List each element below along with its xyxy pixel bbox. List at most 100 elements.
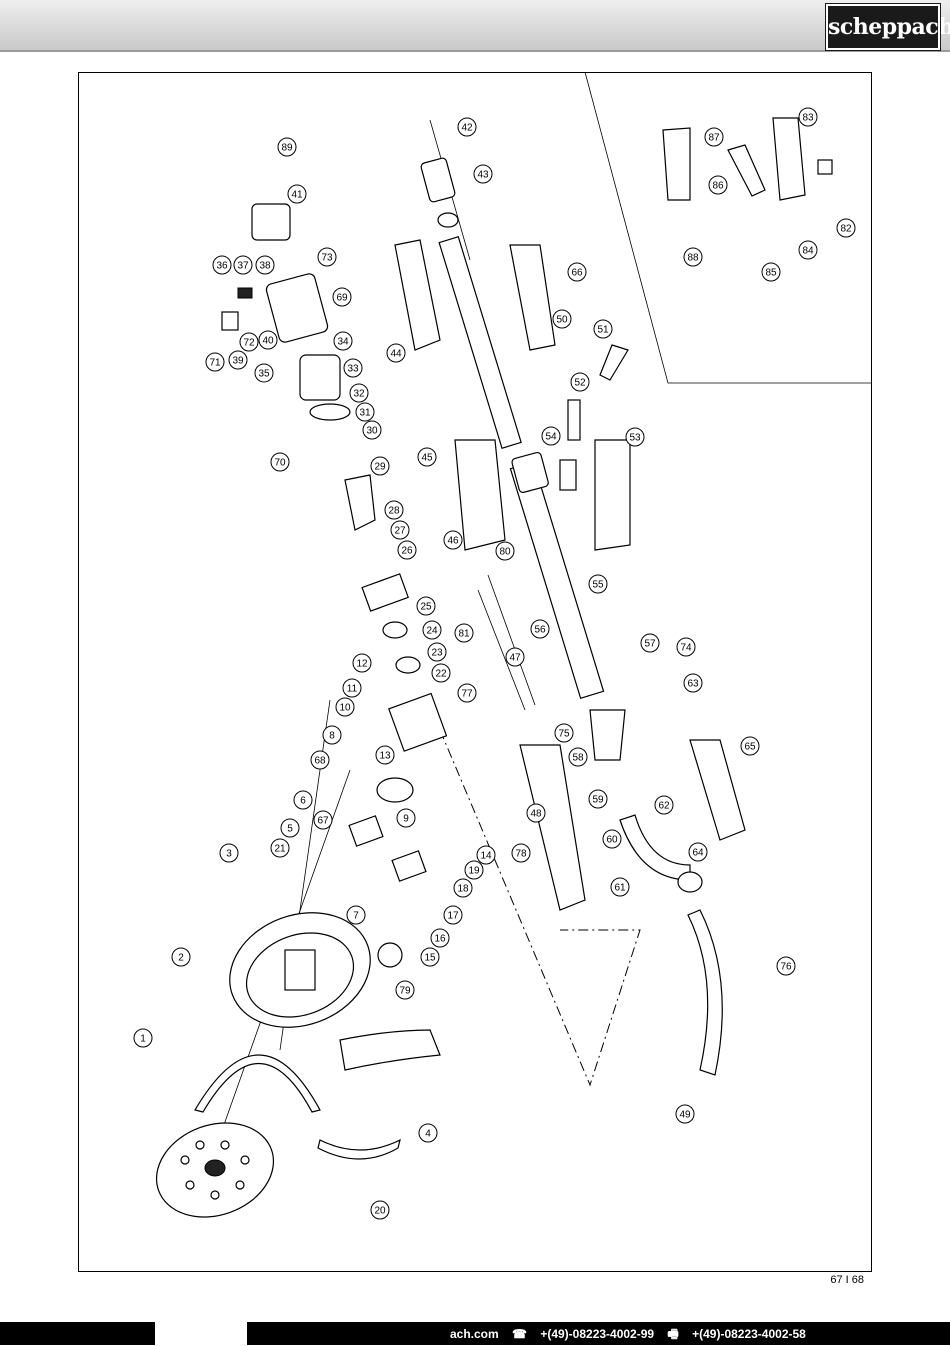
callout-circle [427, 642, 447, 662]
callout-circle [384, 500, 404, 520]
callout-number: 20 [374, 1206, 386, 1217]
callout-number: 13 [379, 751, 391, 762]
callout-number: 6 [300, 796, 306, 807]
callout-number: 56 [534, 625, 546, 636]
callout-number: 26 [401, 546, 413, 557]
callout-number: 67 [317, 816, 329, 827]
suction-elbow [619, 814, 691, 881]
grip-shell-right [594, 439, 631, 551]
callout-circle [776, 956, 796, 976]
callout-number: 59 [592, 795, 604, 806]
motor-ring [309, 403, 351, 421]
callout-circle [395, 980, 415, 1000]
callout-circle [397, 540, 417, 560]
callout-number: 7 [353, 911, 359, 922]
fax-number: +(49)-08223-4002-58 [692, 1327, 806, 1341]
callout-number: 51 [597, 325, 609, 336]
callout-circle [610, 877, 630, 897]
callout-number: 24 [426, 626, 438, 637]
callout-number: 10 [339, 703, 351, 714]
callout-number: 27 [394, 526, 406, 537]
callout-number: 15 [424, 953, 436, 964]
page-number: 67 I 68 [830, 1274, 864, 1286]
callout-circle [675, 1104, 695, 1124]
callout-number: 38 [259, 261, 271, 272]
bearing-plate-2 [391, 850, 427, 882]
callout-circle [683, 673, 703, 693]
callout-number: 16 [434, 934, 446, 945]
callout-circle [205, 352, 225, 372]
callout-circle [370, 456, 390, 476]
callout-circle [798, 107, 818, 127]
callout-number: 12 [356, 659, 368, 670]
callout-circle [552, 309, 572, 329]
callout-circle [239, 332, 259, 352]
callout-circle [570, 372, 590, 392]
motor-cap [251, 203, 291, 241]
callout-number: 31 [359, 408, 371, 419]
handle-half-right [509, 244, 556, 351]
callout-circle [335, 697, 355, 717]
callout-circle [352, 653, 372, 673]
callout-circle [293, 790, 313, 810]
callout-number: 79 [399, 986, 411, 997]
flange-plate [361, 573, 410, 612]
callout-number: 72 [243, 338, 255, 349]
callout-circle [355, 402, 375, 422]
callout-circle [255, 255, 275, 275]
callout-circle [761, 262, 781, 282]
callout-circle [541, 426, 561, 446]
callout-number: 22 [435, 669, 447, 680]
callout-number: 88 [687, 253, 699, 264]
callout-circle [332, 287, 352, 307]
callout-circle [317, 247, 337, 267]
callout-number: 30 [366, 426, 378, 437]
callout-number: 62 [658, 801, 670, 812]
callout-circle [602, 829, 622, 849]
callout-circle [530, 619, 550, 639]
gear [377, 942, 403, 968]
hose-adapter [677, 871, 703, 893]
callout-circle [270, 838, 290, 858]
phone-number: +(49)-08223-4002-99 [540, 1327, 655, 1341]
callout-circle [386, 343, 406, 363]
callout-number: 53 [629, 433, 641, 444]
callout-number: 37 [237, 261, 249, 272]
handle-coupler [589, 709, 626, 761]
callout-circle [593, 319, 613, 339]
callout-number: 4 [425, 1129, 431, 1140]
callout-number: 8 [329, 731, 335, 742]
callout-number: 55 [592, 580, 604, 591]
callout-circle [625, 427, 645, 447]
header-bar: scheppach [0, 0, 950, 52]
callout-circle [443, 530, 463, 550]
callout-circle [654, 795, 674, 815]
callout-number: 29 [374, 462, 386, 473]
motor-stator [299, 354, 341, 401]
footer-bar: ach.com ☎ +(49)-08223-4002-99 🖷 +(49)-08… [0, 1322, 950, 1345]
callout-number: 75 [558, 729, 570, 740]
callout-number: 47 [509, 653, 521, 664]
website-link[interactable]: ach.com [450, 1327, 499, 1341]
callout-number: 78 [515, 849, 527, 860]
callout-number: 74 [680, 643, 692, 654]
suction-hose [687, 909, 723, 1076]
callout-number: 19 [468, 866, 480, 877]
rod [477, 589, 526, 711]
callout-circle [431, 663, 451, 683]
callout-number: 41 [291, 190, 303, 201]
bearing [376, 777, 414, 803]
carbon-brush [237, 287, 253, 299]
callout-circle [567, 262, 587, 282]
callout-circle [416, 596, 436, 616]
callout-number: 89 [281, 143, 293, 154]
callout-number: 64 [692, 848, 704, 859]
callout-circle [836, 218, 856, 238]
callout-number: 2 [178, 953, 184, 964]
callout-number: 21 [274, 844, 286, 855]
callout-circle [554, 723, 574, 743]
callout-number: 76 [780, 962, 792, 973]
callout-circle [349, 383, 369, 403]
callout-number: 87 [708, 133, 720, 144]
callout-number: 60 [606, 835, 618, 846]
